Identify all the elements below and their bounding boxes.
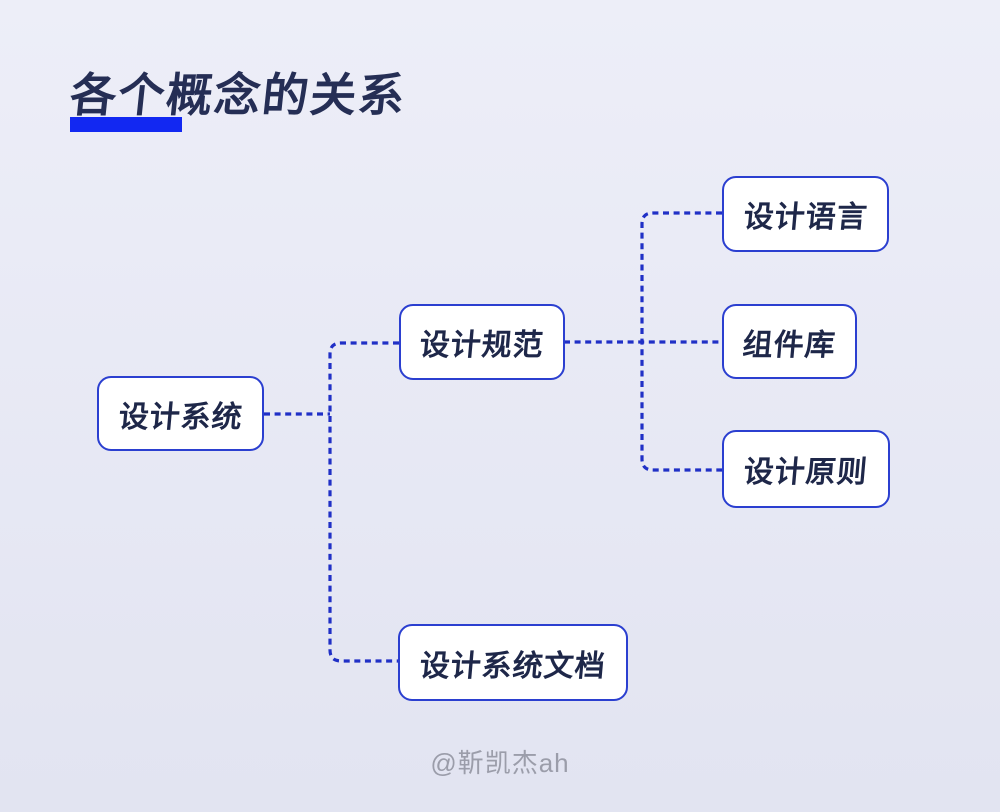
watermark: @靳凯杰ah [430, 748, 570, 778]
title-underline-highlight [70, 117, 182, 132]
node-design-language: 设计语言 [722, 176, 889, 252]
node-design-system-label: 设计系统 [116, 400, 244, 434]
node-design-spec-label: 设计规范 [418, 329, 546, 362]
node-design-spec: 设计规范 [399, 304, 565, 380]
node-design-system-docs-label: 设计系统文档 [418, 649, 608, 683]
node-design-system-docs: 设计系统文档 [398, 624, 628, 701]
connector-branch-spec-and-docs [328, 341, 399, 663]
node-design-language-label: 设计语言 [741, 201, 869, 234]
page-title-block: 各个概念的关系 [68, 69, 409, 132]
node-design-principles-label: 设计原则 [742, 456, 870, 489]
node-component-library: 组件库 [722, 304, 857, 379]
node-design-principles: 设计原则 [722, 430, 890, 508]
node-design-system: 设计系统 [97, 376, 264, 451]
connector-branch-language-and-principles [640, 211, 722, 472]
node-component-library-label: 组件库 [741, 328, 838, 362]
